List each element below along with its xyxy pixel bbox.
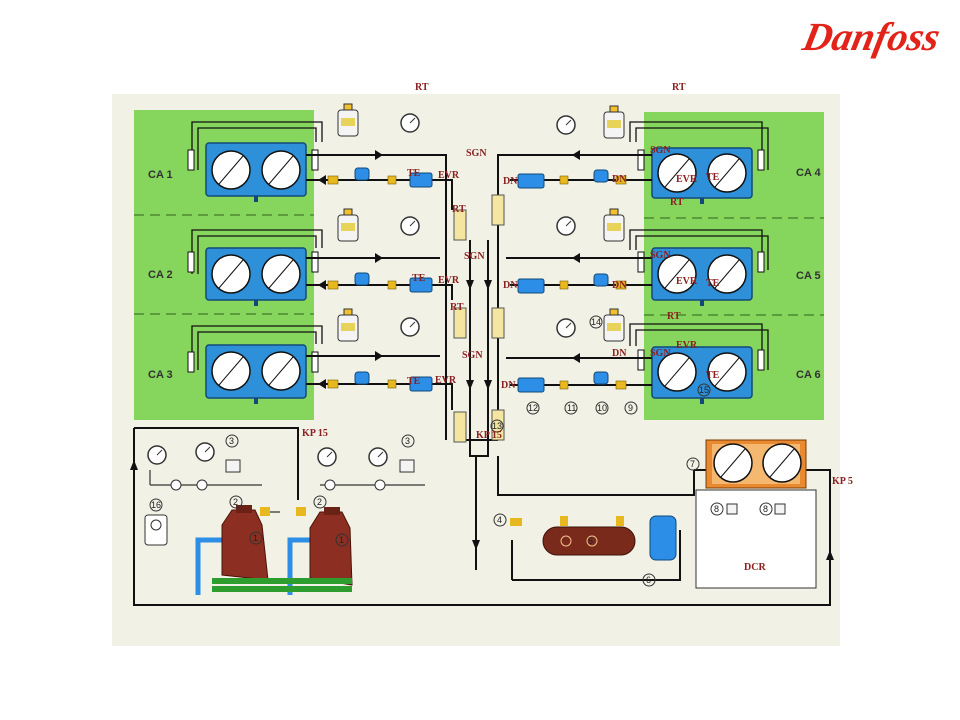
evaporator-label: CA 6 <box>796 369 821 381</box>
pressure-gauge-icon <box>400 113 420 133</box>
pressure-gauge-icon <box>556 318 576 338</box>
number-1a: 1 <box>253 533 258 543</box>
number-2a: 2 <box>233 497 238 507</box>
compressor-section: 3 3 2 2 1 1 16 KP 15 KP 15 <box>144 428 502 595</box>
evaporator-label: CA 3 <box>148 369 173 381</box>
label-dn2-6: DN <box>612 348 627 359</box>
receiver-section: 4 6 5 <box>493 513 677 587</box>
label-rt-1: RT <box>452 204 466 215</box>
pressure-gauge-icon <box>556 216 576 236</box>
label-evr-6: EVR <box>676 340 698 351</box>
evaporator-label: CA 5 <box>796 270 821 282</box>
label-rt-5: RT <box>667 311 681 322</box>
number-12: 12 <box>528 403 538 413</box>
label-rt-4: RT <box>670 197 684 208</box>
label-evr-5: EVR <box>676 276 698 287</box>
condenser-section: 7 8 8 DCR KP 5 <box>686 439 853 589</box>
evaporator-ca6: CA 6 <box>629 323 821 404</box>
number-8b: 8 <box>763 504 768 514</box>
pressure-gauge-icon <box>317 447 337 467</box>
evaporator-ca5: CA 5 <box>629 229 821 306</box>
pressure-gauge-icon <box>400 317 420 337</box>
label-evr-3: EVR <box>435 375 457 386</box>
label-dcr: DCR <box>744 562 766 573</box>
pressure-gauge-icon <box>400 216 420 236</box>
component-number-row: 12 11 10 9 14 13 15 <box>490 315 711 433</box>
label-dn-6: DN <box>501 380 516 391</box>
label-sgn-3: SGN <box>462 350 483 361</box>
number-5: 5 <box>588 536 593 546</box>
number-14: 14 <box>591 317 601 327</box>
evaporator-label: CA 1 <box>148 169 173 181</box>
number-2b: 2 <box>317 497 322 507</box>
label-dn2-4: DN <box>612 174 627 185</box>
evaporator-label: CA 2 <box>148 269 173 281</box>
flow-arrows <box>130 150 834 560</box>
label-sgn-2: SGN <box>464 251 485 262</box>
number-6: 6 <box>646 575 651 585</box>
pressure-switch <box>337 103 359 137</box>
number-7: 7 <box>690 459 695 469</box>
label-sgn-4: SGN <box>650 145 671 156</box>
number-15: 15 <box>699 385 709 395</box>
number-3a: 3 <box>229 436 234 446</box>
label-kp5: KP 5 <box>832 476 853 487</box>
label-te-2: TE <box>412 273 426 284</box>
label-evr-2: EVR <box>438 275 460 286</box>
pressure-switch <box>603 105 625 139</box>
evaporator-ca2: CA 2 <box>148 229 323 306</box>
danfoss-logo: Danfoss <box>798 14 944 59</box>
label-te-1: TE <box>407 168 421 179</box>
liquid-line-components <box>327 167 627 443</box>
evaporator-label: CA 4 <box>796 167 822 179</box>
label-evr-1: EVR <box>438 170 460 181</box>
pressure-switch <box>603 208 625 242</box>
number-10: 10 <box>597 403 607 413</box>
label-rt-2: RT <box>450 302 464 313</box>
number-9: 9 <box>628 403 633 413</box>
label-dn2-5: DN <box>612 280 627 291</box>
evaporator-ca1: CA 1 <box>148 121 323 202</box>
pressure-switch <box>337 308 359 342</box>
label-sgn-6: SGN <box>650 348 671 359</box>
pressure-switch <box>337 208 359 242</box>
number-3b: 3 <box>405 436 410 446</box>
label-sgn-1: SGN <box>466 148 487 159</box>
number-16: 16 <box>151 500 161 510</box>
number-13: 13 <box>492 421 502 431</box>
pressure-gauge-icon <box>147 445 167 465</box>
number-4: 4 <box>497 515 502 525</box>
label-kp15-left: KP 15 <box>302 428 328 439</box>
label-kp15-center: KP 15 <box>476 430 502 441</box>
label-dn-4: DN <box>503 176 518 187</box>
label-sgn-5: SGN <box>650 250 671 261</box>
evaporator-ca4: CA 4 <box>629 121 822 204</box>
pressure-gauge-icon <box>368 447 388 467</box>
label-te-6: TE <box>706 370 720 381</box>
label-dn-5: DN <box>503 280 518 291</box>
top-label-left: RT <box>415 82 429 93</box>
number-8a: 8 <box>714 504 719 514</box>
pressure-switch <box>603 308 625 342</box>
number-11: 11 <box>567 403 576 413</box>
label-te-3: TE <box>407 376 421 387</box>
pressure-gauge-icon <box>195 442 215 462</box>
label-evr-4: EVR <box>676 174 698 185</box>
danfoss-logo-text: Danfoss <box>798 14 944 59</box>
number-1b: 1 <box>339 535 344 545</box>
evaporator-ca3: CA 3 <box>148 325 323 404</box>
label-te-5: TE <box>706 278 720 289</box>
pressure-gauge-icon <box>556 115 576 135</box>
label-te-4: TE <box>706 172 720 183</box>
top-label-right: RT <box>672 82 686 93</box>
